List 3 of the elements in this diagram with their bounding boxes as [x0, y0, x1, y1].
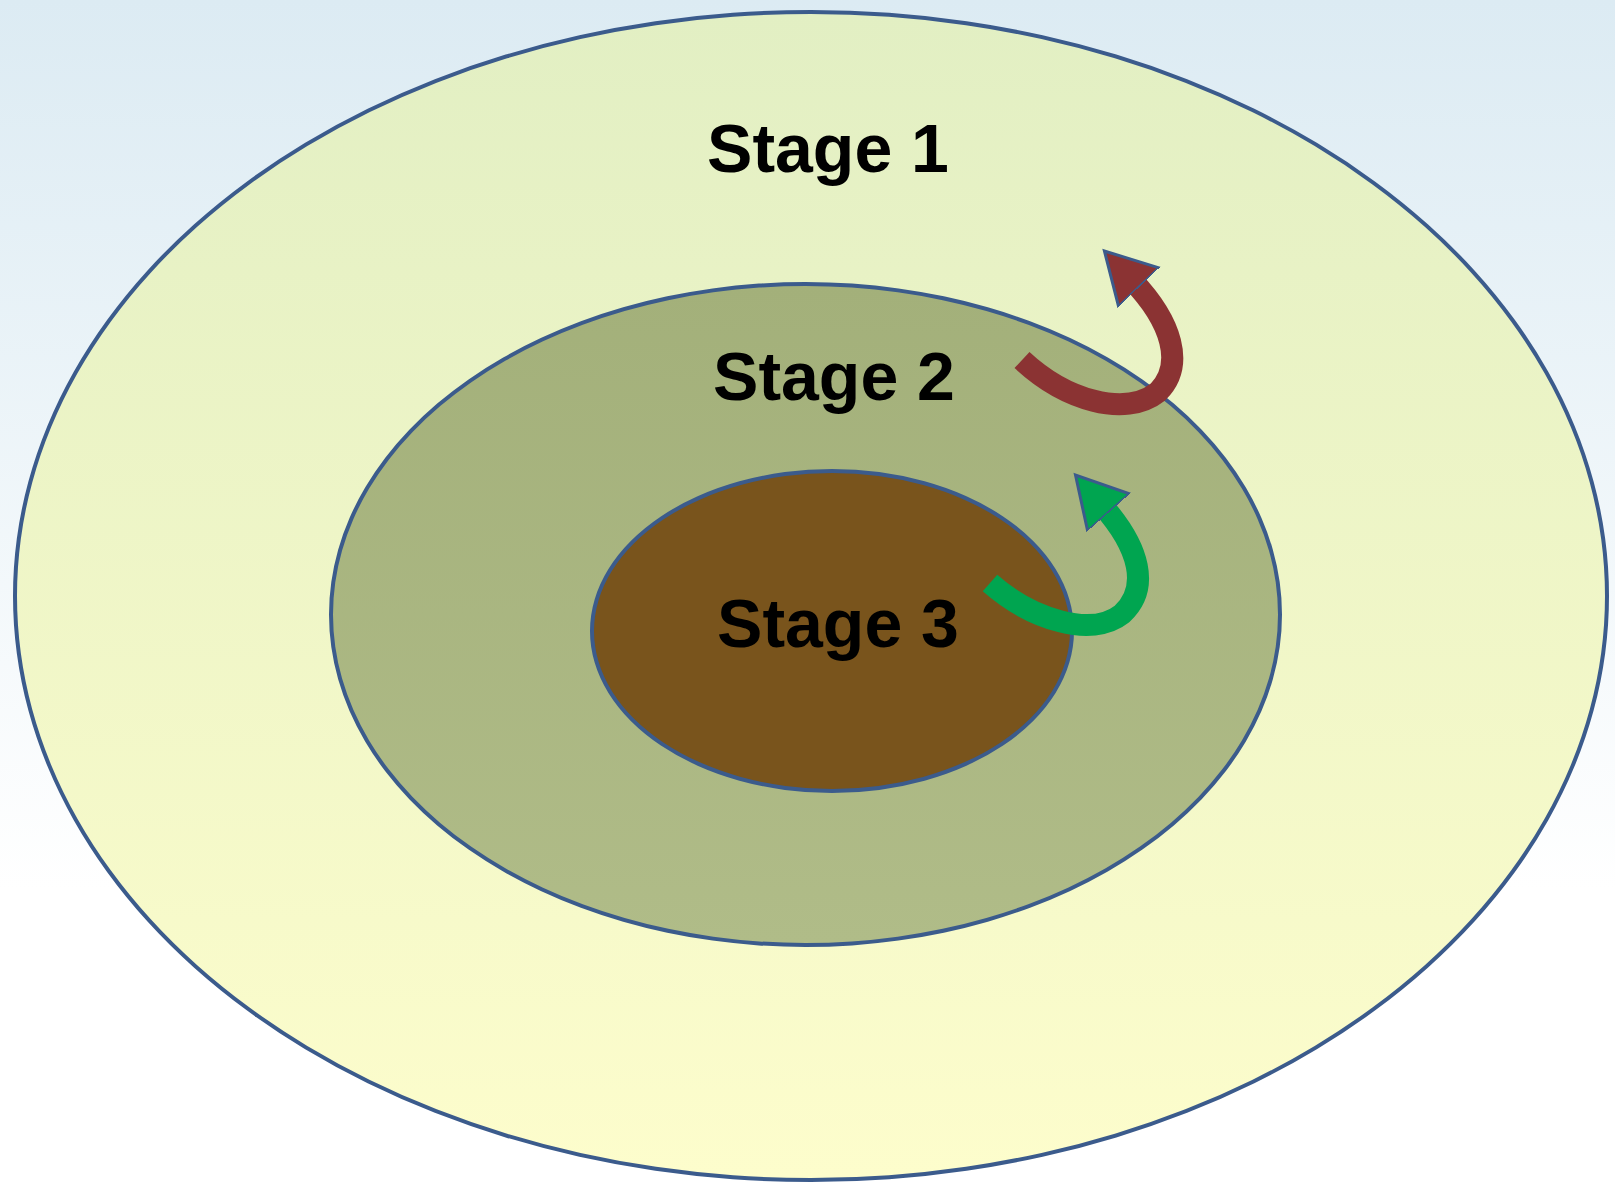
stage-label: Stage 2 [713, 337, 955, 415]
stage-label: Stage 3 [717, 584, 959, 662]
stage-label: Stage 1 [707, 109, 949, 187]
